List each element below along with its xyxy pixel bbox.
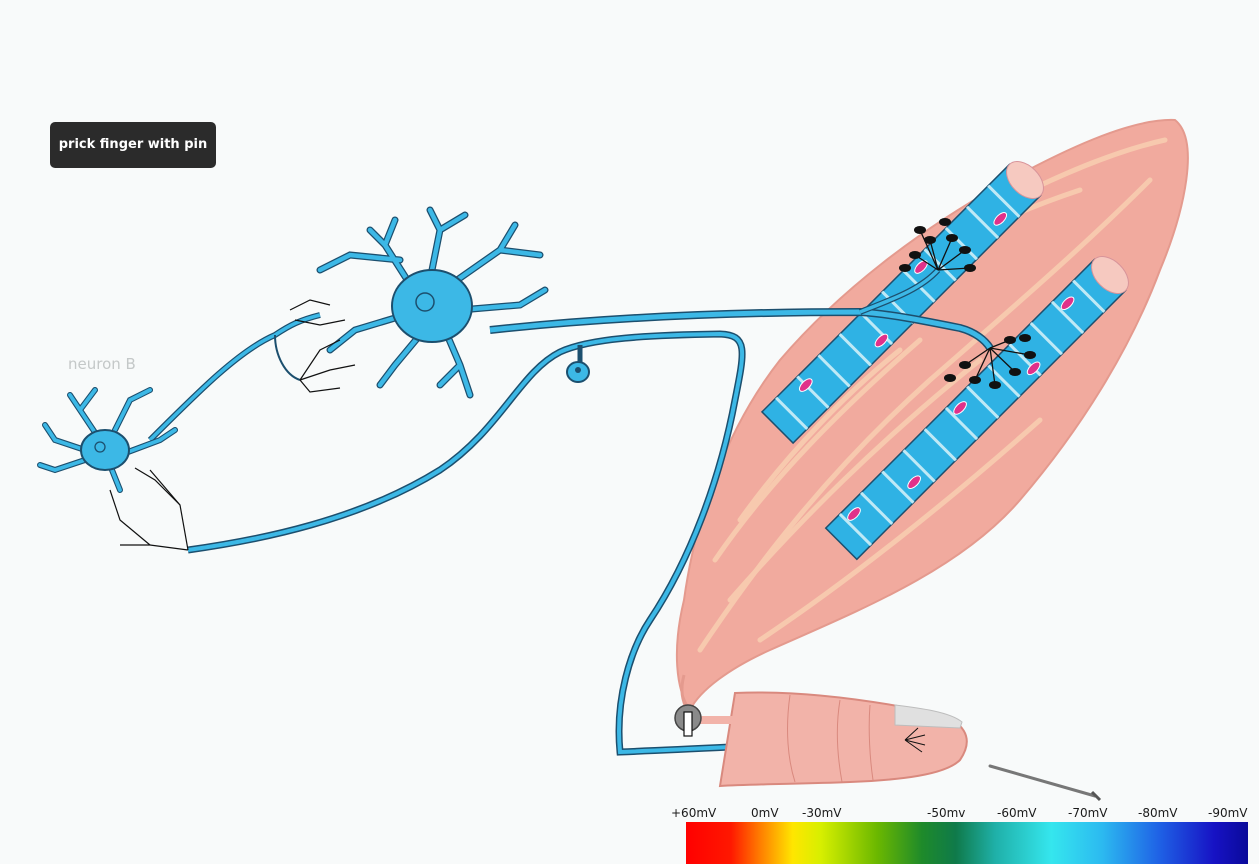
prick-finger-button[interactable]: prick finger with pin <box>50 122 216 168</box>
neuron-b-label: neuron B <box>68 355 136 373</box>
scale-tick: -50mv <box>927 806 965 820</box>
synapse-terminals-lower <box>110 468 188 550</box>
scale-tick: -30mV <box>802 806 842 820</box>
scale-tick: -60mV <box>997 806 1037 820</box>
joint-pivot <box>675 705 701 736</box>
scale-tick: +60mV <box>671 806 716 820</box>
voltage-scale-labels: +60mV 0mV -30mV -50mv -60mV -70mV -80mV … <box>660 806 1259 822</box>
interneuron-axon <box>150 315 320 440</box>
pin <box>990 766 1100 800</box>
finger <box>700 692 967 786</box>
scale-tick: 0mV <box>751 806 779 820</box>
muscle <box>677 120 1188 712</box>
synapse-terminals-upper <box>290 300 355 392</box>
scale-tick: -70mV <box>1068 806 1108 820</box>
scale-tick: -80mV <box>1138 806 1178 820</box>
motor-neuron <box>320 210 545 395</box>
scale-tick: -90mV <box>1208 806 1248 820</box>
voltage-color-scale <box>686 822 1248 864</box>
